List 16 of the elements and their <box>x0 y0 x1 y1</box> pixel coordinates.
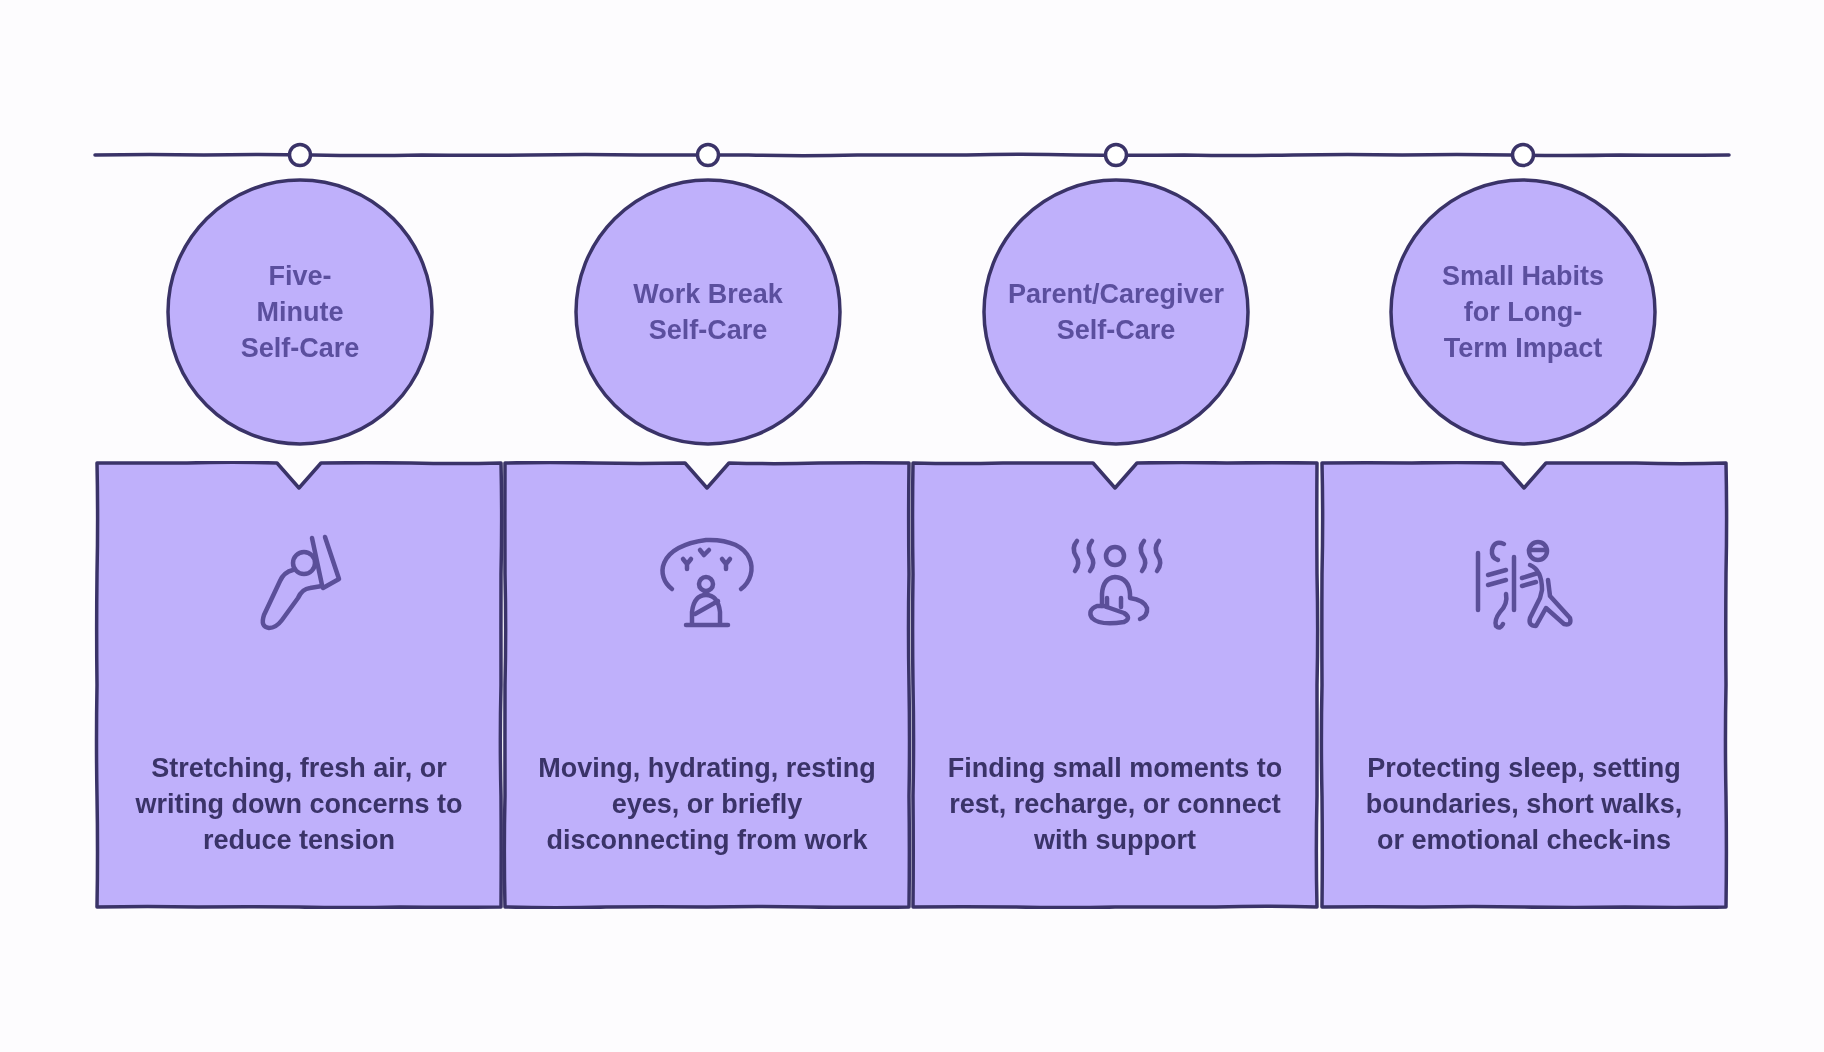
topic-circle <box>1388 177 1658 447</box>
description-panel <box>1318 461 1730 909</box>
topic-circle <box>981 177 1251 447</box>
description-text: Moving, hydrating, resting eyes, or briefly disconnecting from work <box>537 752 877 857</box>
description-text: Stretching, fresh air, or writing down concerns to reduce tension <box>134 752 464 857</box>
circle-title: Work Break Self-Care <box>632 278 784 347</box>
topic-circle <box>165 177 435 447</box>
circle-title: Parent/Caregiver Self-Care <box>1006 278 1226 347</box>
circle-title: Five-Minute Self-Care <box>239 260 361 365</box>
description-panel <box>909 461 1321 909</box>
topic-circle <box>573 177 843 447</box>
description-text: Protecting sleep, setting boundaries, short walks, or emotional check-ins <box>1364 752 1684 857</box>
description-panel <box>501 461 913 909</box>
circle-title: Small Habits for Long-Term Impact <box>1440 260 1606 365</box>
description-panel <box>93 461 505 909</box>
description-text: Finding small moments to rest, recharge, or connect with support <box>946 752 1284 857</box>
